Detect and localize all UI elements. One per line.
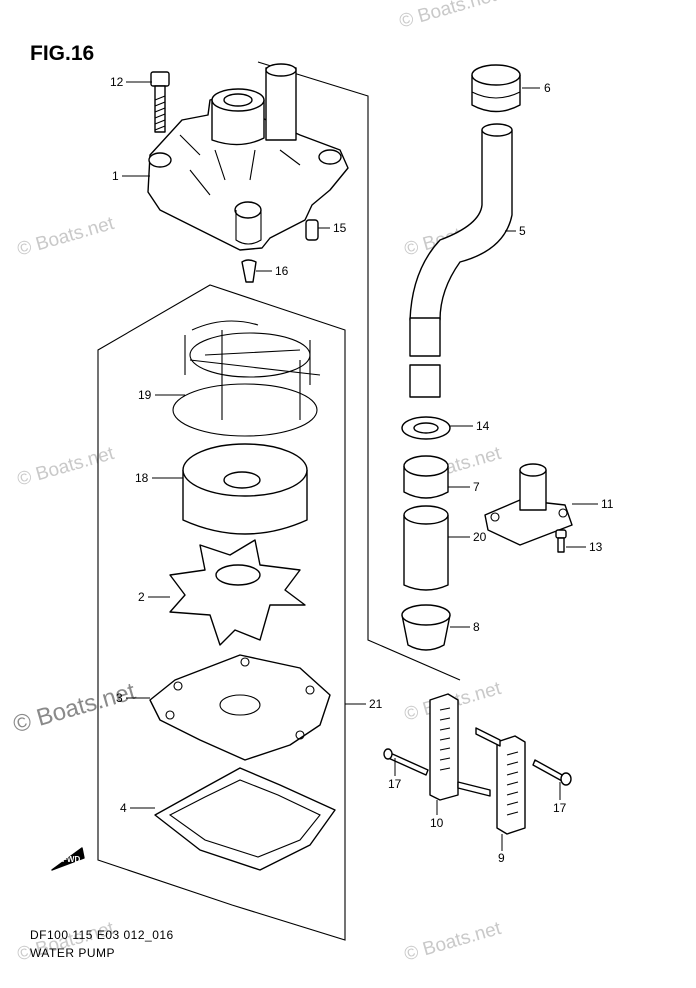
callout-17-right: 17: [553, 801, 567, 815]
callout-18: 18: [135, 471, 149, 485]
housing-assembly-box: [257, 61, 461, 681]
callout-4: 4: [120, 801, 127, 815]
callout-15: 15: [333, 221, 347, 235]
seal-collar: [403, 455, 449, 499]
forward-direction-label: FWD: [62, 855, 80, 864]
bolt: [150, 71, 170, 133]
forward-direction-marker: FWD: [51, 847, 85, 871]
callout-10: 10: [430, 816, 444, 830]
callout-6: 6: [544, 81, 551, 95]
callout-14: 14: [476, 419, 490, 433]
holder-screw-left: [383, 748, 429, 776]
outlet-screw: [555, 529, 567, 553]
tube-clamp: [475, 727, 526, 835]
callout-9: 9: [498, 851, 505, 865]
callout-5: 5: [519, 224, 526, 238]
pump-gasket: [154, 767, 336, 871]
pump-plate: [149, 654, 331, 761]
clamp-screw-right: [532, 759, 572, 786]
callout-16: 16: [275, 264, 289, 278]
callout-11: 11: [601, 497, 614, 511]
callout-13: 13: [589, 540, 603, 554]
callout-12: 12: [110, 75, 124, 89]
callout-1: 1: [112, 169, 119, 183]
callout-20: 20: [473, 530, 487, 544]
pump-case: [147, 63, 349, 251]
callout-7: 7: [473, 480, 480, 494]
callout-8: 8: [473, 620, 480, 634]
callout-21: 21: [369, 697, 383, 711]
callout-numbers: 12 1 15 16 19 18 2 3 4 21 6 5 14 7 20 8 …: [110, 75, 614, 865]
figure-title: FIG.16: [30, 42, 95, 65]
repair-kit-box: [97, 284, 346, 941]
pump-liner: [182, 443, 308, 535]
callout-19: 19: [138, 388, 152, 402]
water-outlet: [484, 463, 573, 546]
lower-grommet: [401, 604, 451, 651]
water-tube: [409, 123, 513, 398]
impeller-key: [241, 259, 257, 283]
tube-holder: [429, 693, 491, 801]
figure-code: DF100 115 E03 012_016: [30, 928, 174, 942]
figure-name: WATER PUMP: [30, 946, 115, 960]
impeller: [169, 539, 306, 646]
tube-sleeve: [403, 505, 449, 591]
seal-washer: [401, 416, 451, 440]
dowel-pin: [305, 219, 319, 241]
callout-2: 2: [138, 590, 145, 604]
callout-17-left: 17: [388, 777, 402, 791]
callout-3: 3: [116, 691, 123, 705]
leader-lines: [122, 81, 598, 851]
pump-liner-frame: [172, 320, 321, 437]
grommet: [471, 64, 521, 113]
